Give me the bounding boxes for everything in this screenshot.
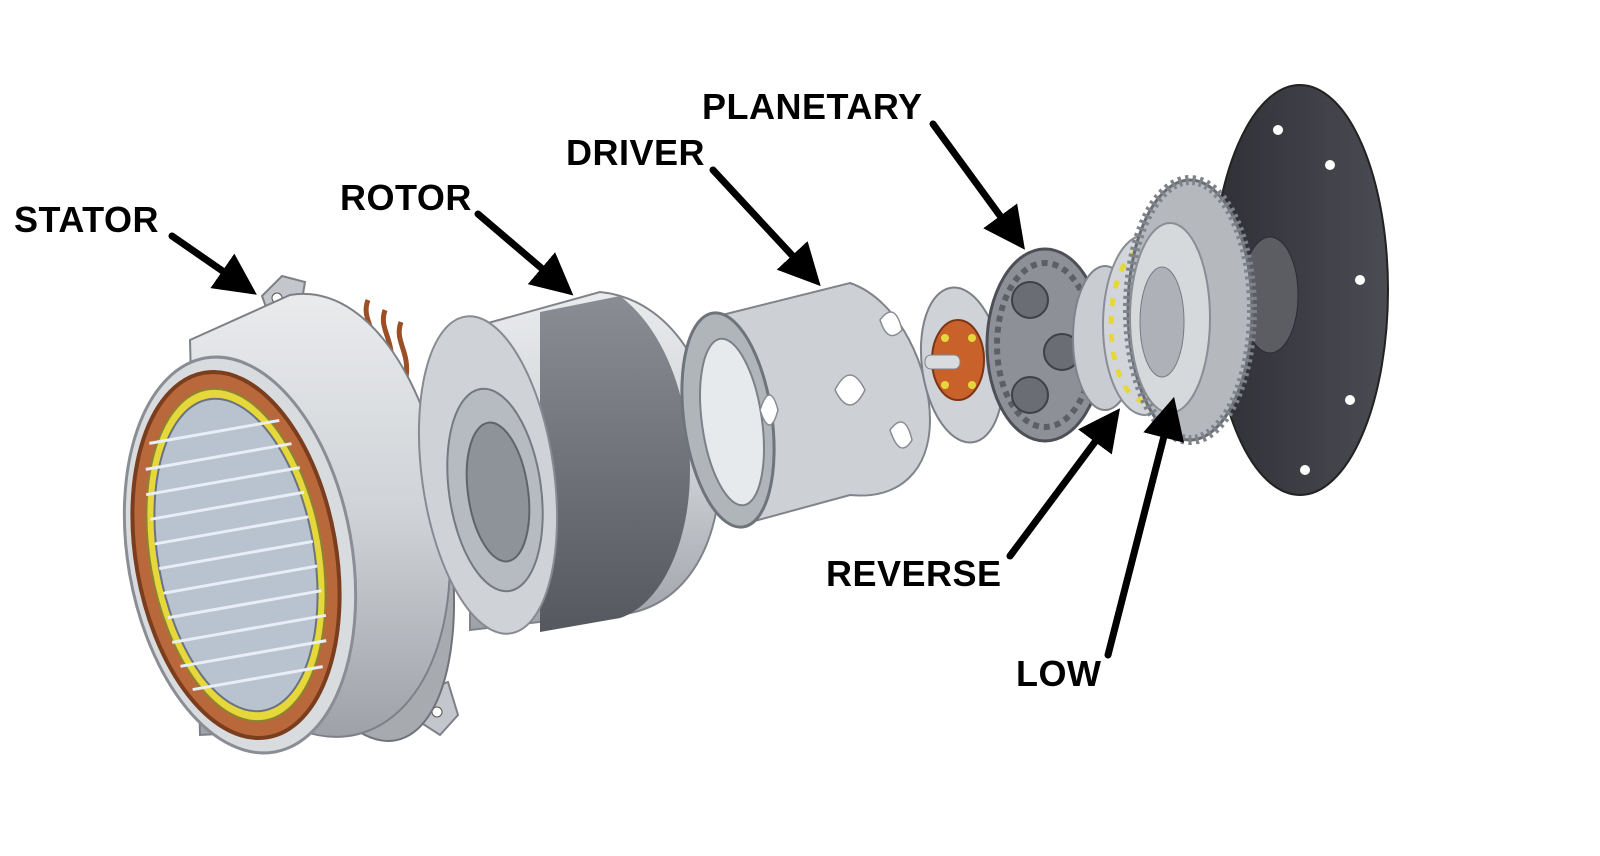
ring-gear-part bbox=[1123, 84, 1389, 496]
stator-part bbox=[122, 274, 460, 755]
rotor-label: ROTOR bbox=[340, 177, 472, 218]
planetary-part bbox=[919, 247, 1138, 444]
stator-arrow bbox=[168, 232, 257, 295]
rotor-part bbox=[417, 290, 722, 635]
mounting-plate-holes bbox=[1205, 125, 1365, 475]
hub-bolts bbox=[941, 334, 976, 389]
rotor-bearing-inner bbox=[465, 421, 531, 563]
hub-shaft bbox=[924, 354, 961, 370]
driver-label: DRIVER bbox=[566, 132, 706, 173]
ring-gear-teeth bbox=[1123, 175, 1257, 445]
driver-arrow bbox=[709, 166, 821, 287]
driver-windows bbox=[759, 311, 913, 449]
ring-gear-bore bbox=[1139, 266, 1185, 378]
rotor-magnet-band bbox=[540, 296, 690, 632]
planetary-label: PLANETARY bbox=[702, 86, 923, 127]
reverse-arrow bbox=[1006, 408, 1121, 560]
reverse-label: REVERSE bbox=[826, 553, 1002, 594]
driver-part bbox=[680, 281, 932, 529]
planetary-arrow bbox=[929, 120, 1025, 250]
stator-laminations bbox=[145, 418, 327, 692]
leader-arrows bbox=[168, 120, 1185, 659]
low-arrow bbox=[1104, 396, 1185, 659]
driver-bore bbox=[699, 337, 765, 507]
planet-gears bbox=[1011, 281, 1081, 414]
stator-label: STATOR bbox=[14, 199, 159, 240]
low-label: LOW bbox=[1016, 653, 1102, 694]
rotor-arrow bbox=[474, 210, 574, 296]
